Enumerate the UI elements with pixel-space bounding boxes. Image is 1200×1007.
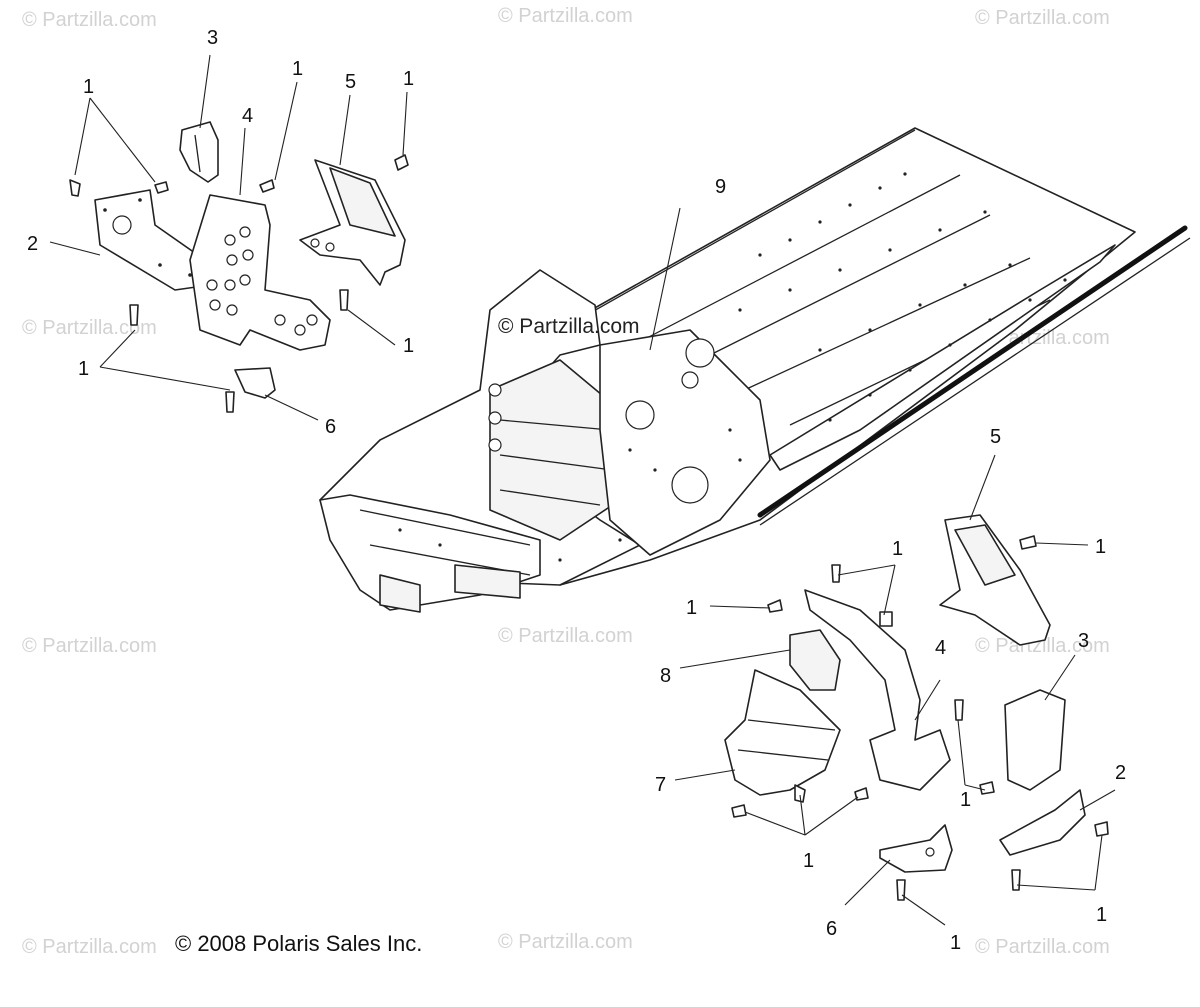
lower-right-parts	[724, 514, 1109, 901]
callout-6: 6	[826, 918, 837, 940]
callout-labels: 1 2 3 4 1 5 1 1 1 6 9 5 1 1 1 3 4 8 2 7 …	[27, 27, 1126, 954]
callout-9: 9	[715, 176, 726, 198]
callout-1: 1	[686, 597, 697, 619]
strap-part-3-upper	[179, 121, 219, 183]
copyright-text: © 2008 Polaris Sales Inc.	[175, 931, 422, 956]
block-part-8	[789, 629, 841, 691]
callout-1: 1	[950, 932, 961, 954]
bracket-part-6-upper	[234, 367, 276, 399]
callout-7: 7	[655, 774, 666, 796]
watermark-mid-left: © Partzilla.com	[22, 317, 157, 339]
watermark-center: © Partzilla.com	[498, 315, 640, 338]
callout-6: 6	[325, 416, 336, 438]
callout-5: 5	[345, 71, 356, 93]
callout-1: 1	[803, 850, 814, 872]
fasteners-lower	[731, 535, 1109, 901]
callout-3: 3	[207, 27, 218, 49]
watermark-group: © Partzilla.com © Partzilla.com © Partzi…	[22, 5, 1110, 958]
callout-3: 3	[1078, 630, 1089, 652]
callout-1: 1	[892, 538, 903, 560]
watermark-top-left: © Partzilla.com	[22, 9, 157, 31]
watermark-top-right: © Partzilla.com	[975, 7, 1110, 29]
frame-rivets	[398, 172, 1067, 562]
callout-1: 1	[78, 358, 89, 380]
callout-1: 1	[403, 335, 414, 357]
watermark-lower-center: © Partzilla.com	[498, 625, 633, 647]
fasteners-upper	[69, 154, 409, 413]
bracket-part-6-lower	[879, 824, 953, 873]
callout-1: 1	[1095, 536, 1106, 558]
callout-1: 1	[1096, 904, 1107, 926]
bracket-part-2-lower	[999, 789, 1086, 856]
upper-left-parts	[69, 121, 409, 413]
callout-4: 4	[242, 105, 253, 127]
callout-1: 1	[960, 789, 971, 811]
callout-1: 1	[403, 68, 414, 90]
watermark-bottom-right: © Partzilla.com	[975, 936, 1110, 958]
callout-2: 2	[1115, 762, 1126, 784]
watermark-bottom-center: © Partzilla.com	[498, 931, 633, 953]
callout-2: 2	[27, 233, 38, 255]
plate-part-3-lower	[1004, 689, 1066, 791]
callout-4: 4	[935, 637, 946, 659]
callout-8: 8	[660, 665, 671, 687]
watermark-lower-right: © Partzilla.com	[975, 635, 1110, 657]
chassis-frame	[319, 127, 1191, 613]
callout-1: 1	[292, 58, 303, 80]
watermark-top-center: © Partzilla.com	[498, 5, 633, 27]
shield-part-7	[724, 669, 841, 796]
watermark-bottom-left: © Partzilla.com	[22, 936, 157, 958]
leader-lines	[49, 54, 1116, 926]
bracket-part-4-lower	[804, 589, 951, 791]
callout-5: 5	[990, 426, 1001, 448]
panel-part-4-upper	[189, 194, 331, 351]
callout-1: 1	[83, 76, 94, 98]
watermark-lower-left: © Partzilla.com	[22, 635, 157, 657]
